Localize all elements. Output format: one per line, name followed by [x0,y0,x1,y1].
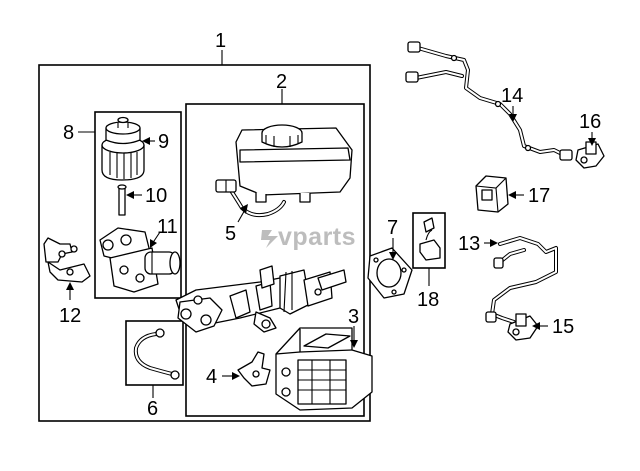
part-16-sensor[interactable] [575,141,605,169]
callout-8: 8 [63,122,74,144]
part-1-master-cylinder[interactable] [175,265,347,333]
callout-13: 13 [458,233,480,255]
vparts-logo: vparts [261,223,356,251]
part-10-pin[interactable] [117,184,127,216]
watermark-text: vparts [278,223,356,251]
callout-17: 17 [528,185,550,207]
part-9-cap[interactable] [101,116,145,181]
callout-15: 15 [552,316,574,338]
callout-16: 16 [579,111,601,133]
callout-2: 2 [276,71,287,93]
part-5-level-sensor-wire[interactable] [215,179,286,218]
callout-14: 14 [501,85,523,107]
part-11-pump-motor[interactable] [99,227,181,293]
callout-5: 5 [225,223,236,245]
callout-6: 6 [147,398,158,420]
callout-9: 9 [158,131,169,153]
part-18-clips[interactable] [419,217,441,261]
callout-10: 10 [145,185,167,207]
part-2-reservoir[interactable] [235,124,353,203]
part-12-bracket[interactable] [43,237,91,283]
assembly-frame-2 [185,103,365,417]
vparts-logo-mark [261,230,278,248]
part-14-wire-harness[interactable] [405,41,573,161]
part-7-gasket[interactable] [367,247,413,299]
part-17-block[interactable] [475,175,509,213]
part-13-wire-harness[interactable] [485,236,558,324]
callout-7: 7 [387,217,398,239]
assembly-frame-1 [38,64,371,422]
callout-11: 11 [157,216,178,238]
part-15-sensor[interactable] [507,313,539,341]
sub-frame-6 [125,320,184,386]
callout-18: 18 [417,289,439,311]
leader-lines [66,50,596,398]
part-3-actuator[interactable] [275,327,373,411]
callout-12: 12 [59,305,81,327]
sub-frame-8 [94,111,182,299]
part-6-hose[interactable] [133,328,180,380]
callout-1: 1 [215,30,226,52]
part-4-bracket[interactable] [237,351,271,387]
callout-4: 4 [206,366,217,388]
callout-3: 3 [348,306,359,328]
